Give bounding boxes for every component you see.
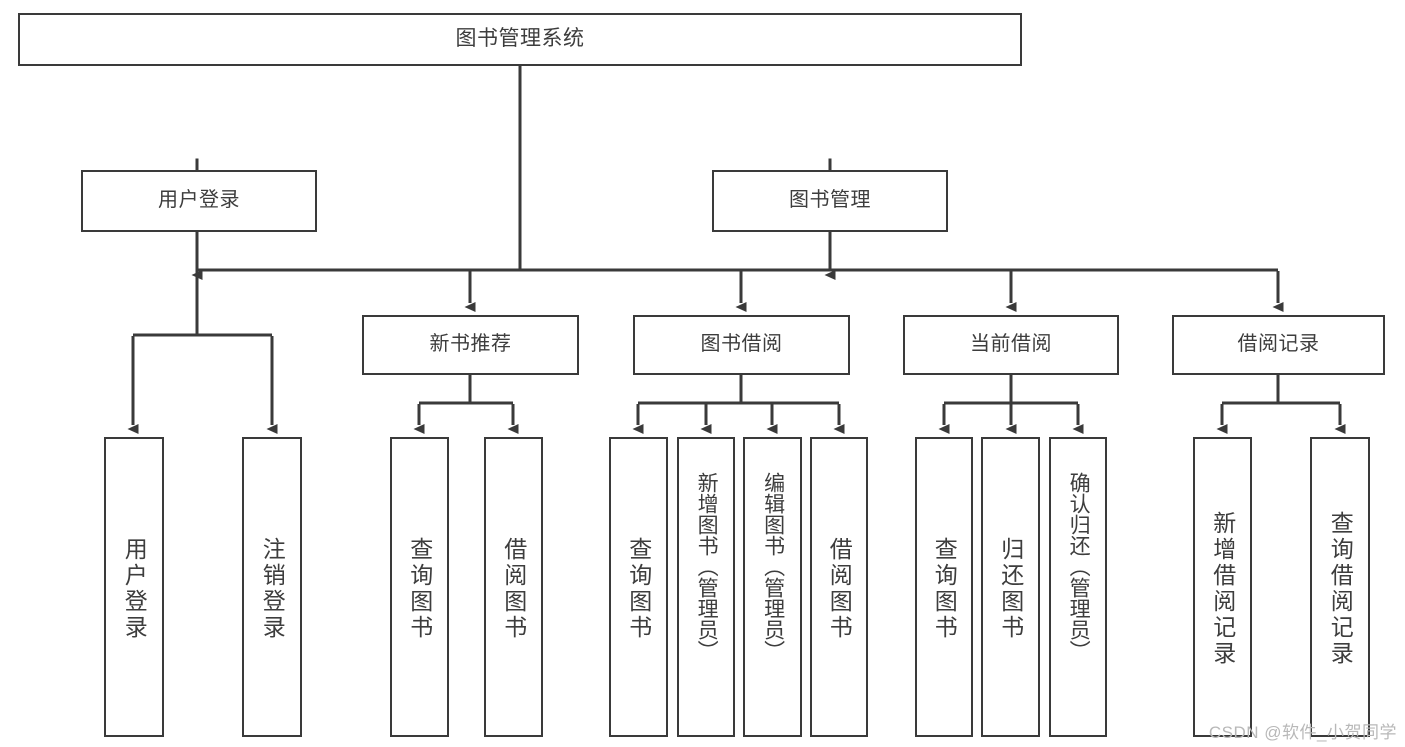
node-leaf-query-book-3[interactable]: 查询图书: [915, 437, 973, 737]
node-borrow-record-label: 借阅记录: [1237, 333, 1320, 356]
node-user-login-label: 用户登录: [158, 189, 240, 212]
node-leaf-query-book-2-label: 查询图书: [625, 537, 652, 641]
node-leaf-confirm-return-label: 确认归还（管理员）: [1067, 472, 1091, 661]
node-leaf-user-login-label: 用户登录: [121, 537, 148, 641]
node-leaf-borrow-book-1[interactable]: 借阅图书: [484, 437, 543, 737]
node-leaf-add-record[interactable]: 新增借阅记录: [1193, 437, 1252, 737]
node-leaf-borrow-book-1-label: 借阅图书: [500, 537, 527, 641]
node-leaf-add-record-label: 新增借阅记录: [1209, 511, 1236, 667]
node-current-borrow-label: 当前借阅: [970, 333, 1052, 356]
node-new-book-rec-label: 新书推荐: [429, 333, 512, 356]
node-leaf-query-book-3-label: 查询图书: [931, 537, 958, 641]
node-book-borrow-label: 图书借阅: [700, 333, 783, 356]
watermark-text: CSDN @软件_小贺同学: [1208, 723, 1397, 742]
node-leaf-user-logout[interactable]: 注销登录: [242, 437, 302, 737]
node-leaf-return-book[interactable]: 归还图书: [981, 437, 1040, 737]
node-book-borrow[interactable]: 图书借阅: [633, 315, 850, 375]
node-leaf-query-record[interactable]: 查询借阅记录: [1310, 437, 1370, 737]
node-leaf-add-book[interactable]: 新增图书（管理员）: [677, 437, 735, 737]
node-leaf-return-book-label: 归还图书: [997, 537, 1024, 641]
node-root-label: 图书管理系统: [455, 27, 585, 51]
node-root[interactable]: 图书管理系统: [18, 13, 1022, 66]
node-leaf-borrow-book-2-label: 借阅图书: [826, 537, 853, 641]
node-leaf-add-book-label: 新增图书（管理员）: [695, 472, 719, 661]
node-leaf-user-login[interactable]: 用户登录: [104, 437, 164, 737]
node-leaf-edit-book-label: 编辑图书（管理员）: [761, 472, 785, 661]
node-leaf-user-logout-label: 注销登录: [259, 537, 286, 641]
node-book-manage[interactable]: 图书管理: [712, 170, 948, 232]
node-leaf-borrow-book-2[interactable]: 借阅图书: [810, 437, 868, 737]
node-leaf-confirm-return[interactable]: 确认归还（管理员）: [1049, 437, 1107, 737]
node-current-borrow[interactable]: 当前借阅: [903, 315, 1119, 375]
node-leaf-query-record-label: 查询借阅记录: [1327, 511, 1354, 667]
node-leaf-query-book-1[interactable]: 查询图书: [390, 437, 449, 737]
node-leaf-edit-book[interactable]: 编辑图书（管理员）: [743, 437, 802, 737]
node-new-book-rec[interactable]: 新书推荐: [362, 315, 579, 375]
node-book-manage-label: 图书管理: [789, 189, 871, 212]
node-borrow-record[interactable]: 借阅记录: [1172, 315, 1385, 375]
node-leaf-query-book-1-label: 查询图书: [406, 537, 433, 641]
node-user-login[interactable]: 用户登录: [81, 170, 317, 232]
node-leaf-query-book-2[interactable]: 查询图书: [609, 437, 668, 737]
